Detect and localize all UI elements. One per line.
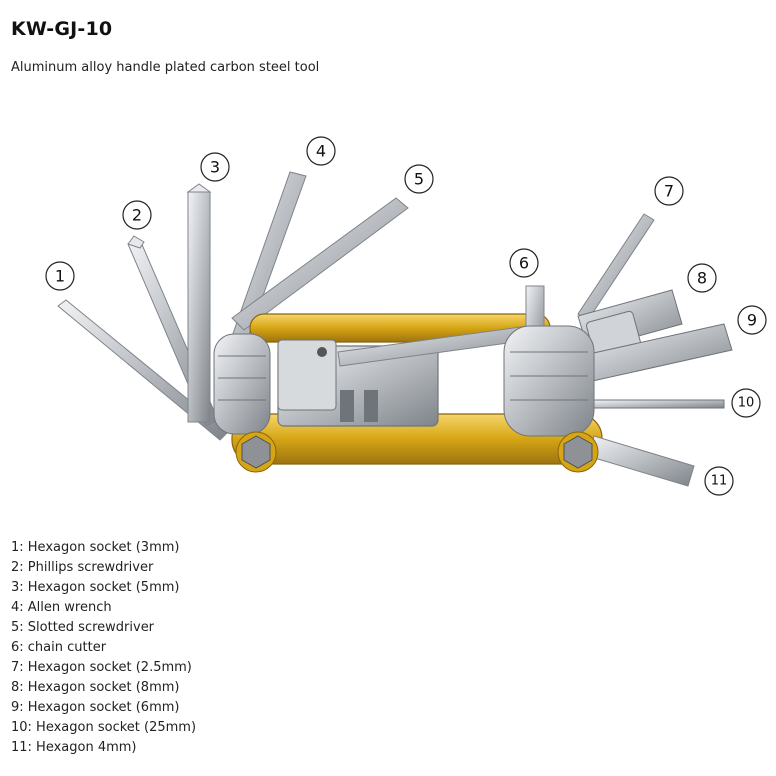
callout-11: 11 <box>704 466 734 496</box>
product-description: Aluminum alloy handle plated carbon stee… <box>11 60 320 75</box>
svg-text:9: 9 <box>747 311 757 330</box>
bit-10-hex-25mm <box>593 399 725 409</box>
chain-cutter-block <box>277 339 439 427</box>
svg-text:8: 8 <box>697 269 707 288</box>
callout-8: 8 <box>687 263 717 293</box>
callout-6: 6 <box>509 248 539 278</box>
callout-7: 7 <box>654 176 684 206</box>
legend-item: 8: Hexagon socket (8mm) <box>11 680 180 695</box>
left-pivot-stack <box>213 333 271 435</box>
legend-item: 3: Hexagon socket (5mm) <box>11 580 180 595</box>
bit-3-hex-5mm <box>186 183 212 423</box>
svg-text:7: 7 <box>664 182 674 201</box>
bit-11-hex-4mm <box>587 435 695 487</box>
bit-5-slotted <box>231 197 409 331</box>
legend-item: 1: Hexagon socket (3mm) <box>11 540 180 555</box>
right-pivot-stack <box>503 325 595 437</box>
multi-tool-illustration: 1 2 3 4 5 6 7 8 9 10 11 <box>45 136 767 496</box>
legend-item: 6: chain cutter <box>11 640 107 655</box>
callout-2: 2 <box>122 200 152 230</box>
svg-text:11: 11 <box>711 474 728 489</box>
left-bolt <box>235 431 277 473</box>
legend-item: 4: Allen wrench <box>11 600 112 615</box>
legend-item: 9: Hexagon socket (6mm) <box>11 700 180 715</box>
svg-text:1: 1 <box>55 267 65 286</box>
legend-item: 10: Hexagon socket (25mm) <box>11 720 197 735</box>
callout-10: 10 <box>731 388 761 418</box>
svg-text:3: 3 <box>210 158 220 177</box>
svg-text:4: 4 <box>316 142 326 161</box>
svg-text:10: 10 <box>738 396 755 411</box>
svg-text:5: 5 <box>414 170 424 189</box>
tool-legend-list: 1: Hexagon socket (3mm) 2: Phillips scre… <box>11 538 196 758</box>
legend-item: 7: Hexagon socket (2.5mm) <box>11 660 192 675</box>
svg-text:6: 6 <box>519 254 529 273</box>
callout-5: 5 <box>404 164 434 194</box>
legend-item: 11: Hexagon 4mm) <box>11 740 137 755</box>
callout-3: 3 <box>200 152 230 182</box>
legend-item: 5: Slotted screwdriver <box>11 620 155 635</box>
callout-4: 4 <box>306 136 336 166</box>
callout-1: 1 <box>45 261 75 291</box>
product-model-title: KW-GJ-10 <box>11 18 113 40</box>
callout-9: 9 <box>737 305 767 335</box>
svg-text:2: 2 <box>132 206 142 225</box>
right-bolt <box>557 431 599 473</box>
legend-item: 2: Phillips screwdriver <box>11 560 154 575</box>
